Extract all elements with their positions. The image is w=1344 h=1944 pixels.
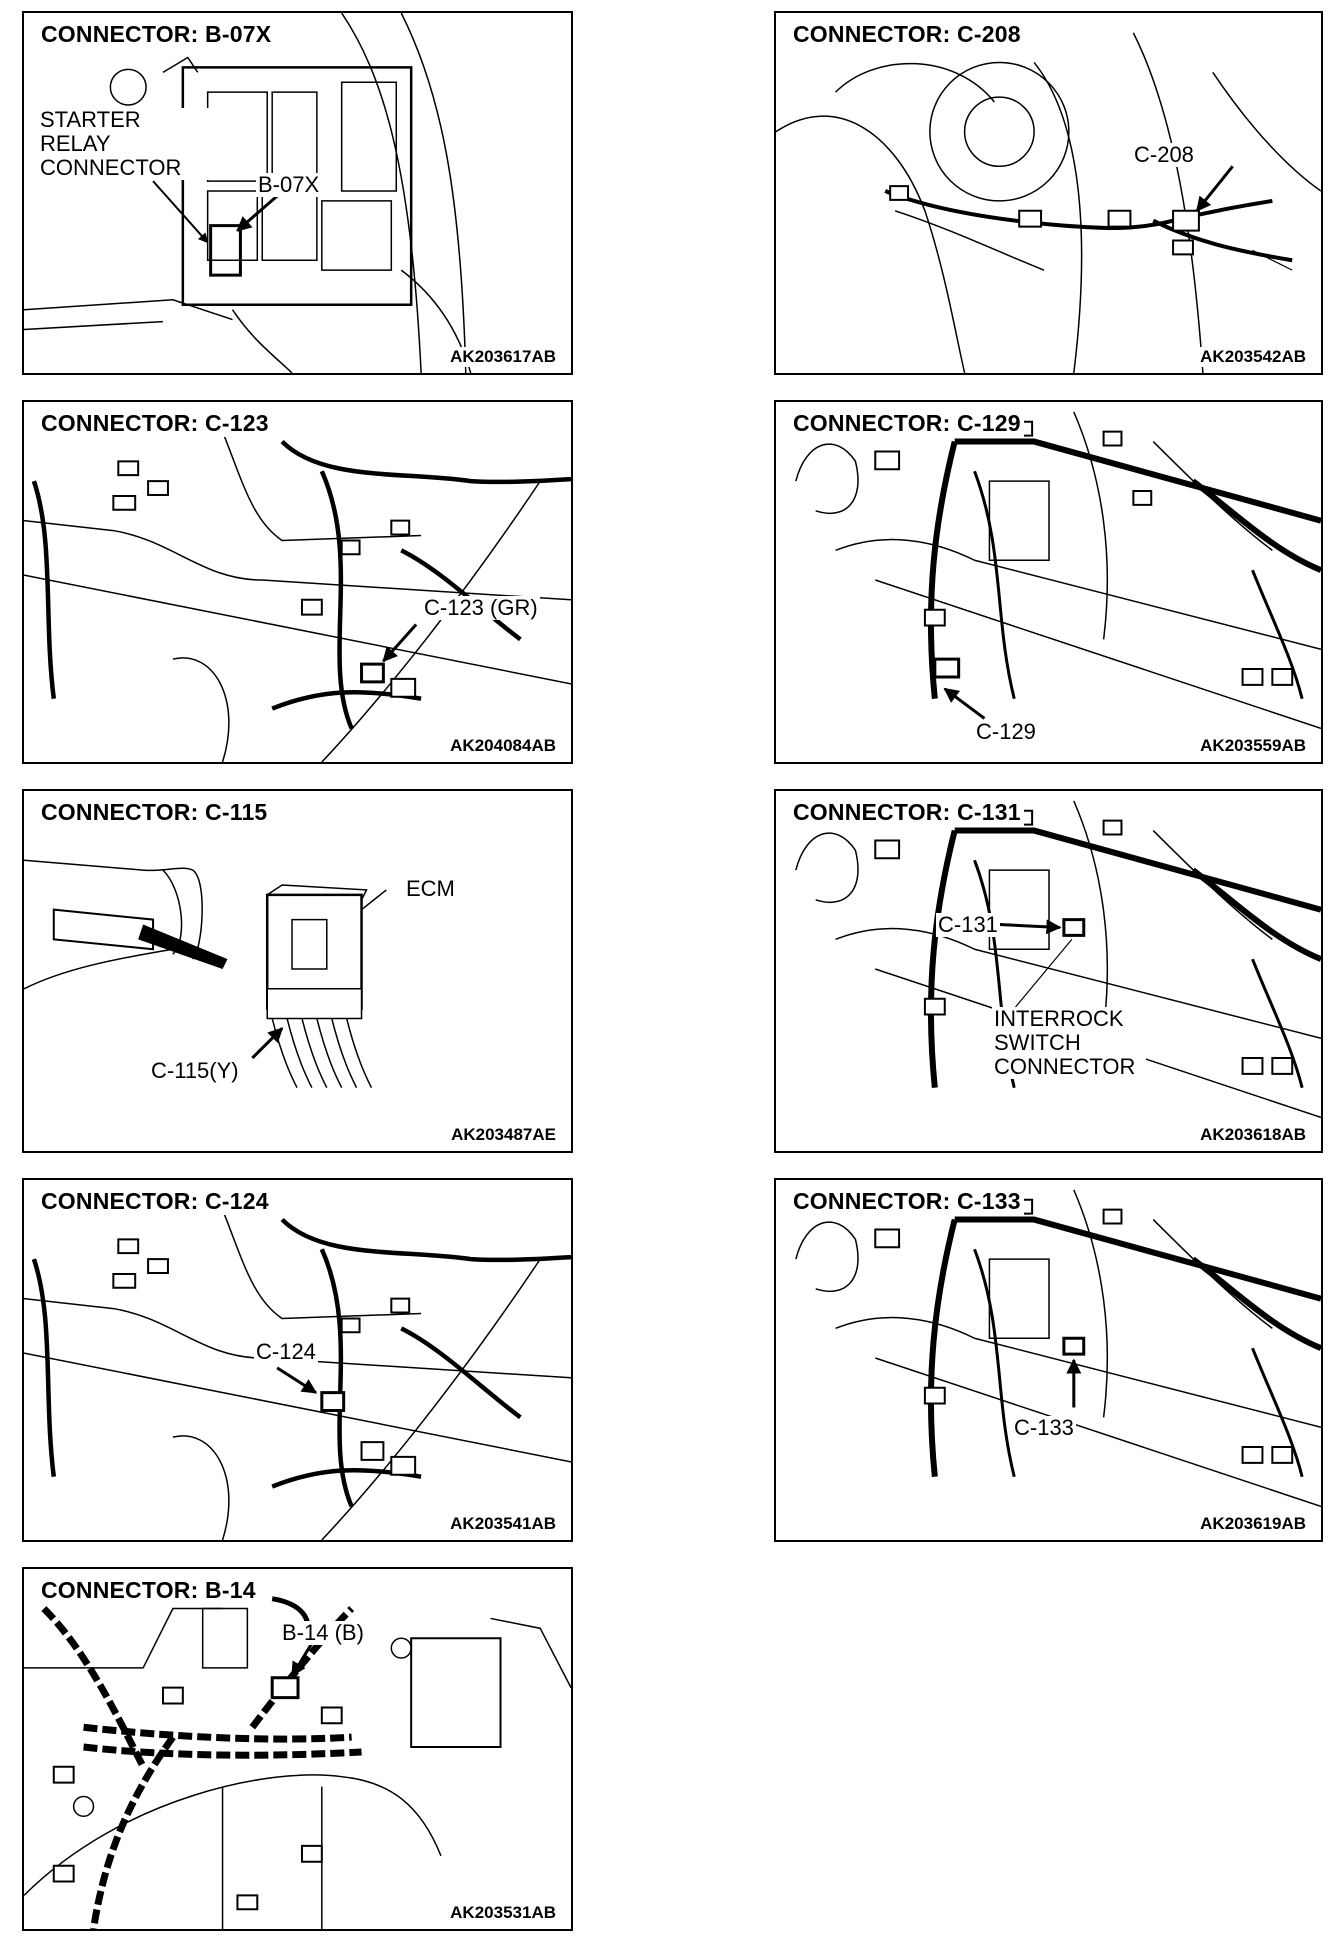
ecm-location-drawing: [24, 791, 571, 1151]
panel-title: CONNECTOR: C-115: [38, 799, 271, 826]
starter-relay-connector-label: STARTER RELAY CONNECTOR: [38, 108, 212, 180]
panel-title: CONNECTOR: B-14: [38, 1577, 259, 1604]
figure-code: AK203542AB: [1197, 347, 1309, 367]
instrument-panel-harness-drawing: [24, 402, 571, 762]
connector-callout: B-07X: [256, 172, 322, 197]
figure-code: AK203618AB: [1197, 1125, 1309, 1145]
connector-panel-c133: CONNECTOR: C-133 C-133 AK203619AB: [774, 1178, 1323, 1542]
connector-panel-b14: CONNECTOR: B-14 B-14 (B) AK203531AB: [22, 1567, 573, 1931]
connector-callout: C-124: [254, 1339, 318, 1364]
panel-title: CONNECTOR: C-123: [38, 410, 272, 437]
panel-title: CONNECTOR: C-124: [38, 1188, 272, 1215]
connector-panel-c129: CONNECTOR: C-129 C-129 AK203559AB: [774, 400, 1323, 764]
interrock-switch-connector-label: INTERROCK SWITCH CONNECTOR: [992, 1007, 1146, 1079]
connector-callout: C-129: [974, 719, 1038, 744]
connector-panel-c131: CONNECTOR: C-131 C-131 INTERROCK SWITCH …: [774, 789, 1323, 1153]
steering-column-drawing: [776, 13, 1321, 373]
connector-panel-c123: CONNECTOR: C-123 C-123 (GR) AK204084AB: [22, 400, 573, 764]
panel-title: CONNECTOR: C-133: [790, 1188, 1024, 1215]
ecm-label: ECM: [404, 876, 457, 901]
panel-title: CONNECTOR: C-208: [790, 21, 1024, 48]
center-console-harness-drawing: [776, 402, 1321, 762]
figure-code: AK203487AE: [448, 1125, 559, 1145]
connector-callout: C-208: [1132, 142, 1196, 167]
connector-callout: B-14 (B): [280, 1620, 366, 1645]
panel-title: CONNECTOR: B-07X: [38, 21, 275, 48]
figure-code: AK203541AB: [447, 1514, 559, 1534]
center-console-harness-drawing: [776, 791, 1321, 1151]
instrument-panel-harness-drawing: [24, 1180, 571, 1540]
figure-code: AK203619AB: [1197, 1514, 1309, 1534]
connector-panel-b07x: CONNECTOR: B-07X STARTER RELAY CONNECTOR…: [22, 11, 573, 375]
fuse-box-drawing: [24, 13, 571, 373]
figure-code: AK203559AB: [1197, 736, 1309, 756]
connector-callout: C-133: [1012, 1415, 1076, 1440]
connector-callout: C-115(Y): [149, 1058, 241, 1083]
panel-title: CONNECTOR: C-131: [790, 799, 1024, 826]
connector-callout: C-123 (GR): [422, 595, 540, 620]
engine-bay-harness-drawing: [24, 1569, 571, 1929]
center-console-harness-drawing: [776, 1180, 1321, 1540]
figure-code: AK203531AB: [447, 1903, 559, 1923]
connector-callout: C-131: [936, 912, 1000, 937]
panel-title: CONNECTOR: C-129: [790, 410, 1024, 437]
connector-panel-c124: CONNECTOR: C-124 C-124 AK203541AB: [22, 1178, 573, 1542]
connector-panel-c208: CONNECTOR: C-208 C-208 AK203542AB: [774, 11, 1323, 375]
connector-panel-c115: CONNECTOR: C-115 ECM C-115(Y) AK203487AE: [22, 789, 573, 1153]
figure-code: AK203617AB: [447, 347, 559, 367]
figure-code: AK204084AB: [447, 736, 559, 756]
